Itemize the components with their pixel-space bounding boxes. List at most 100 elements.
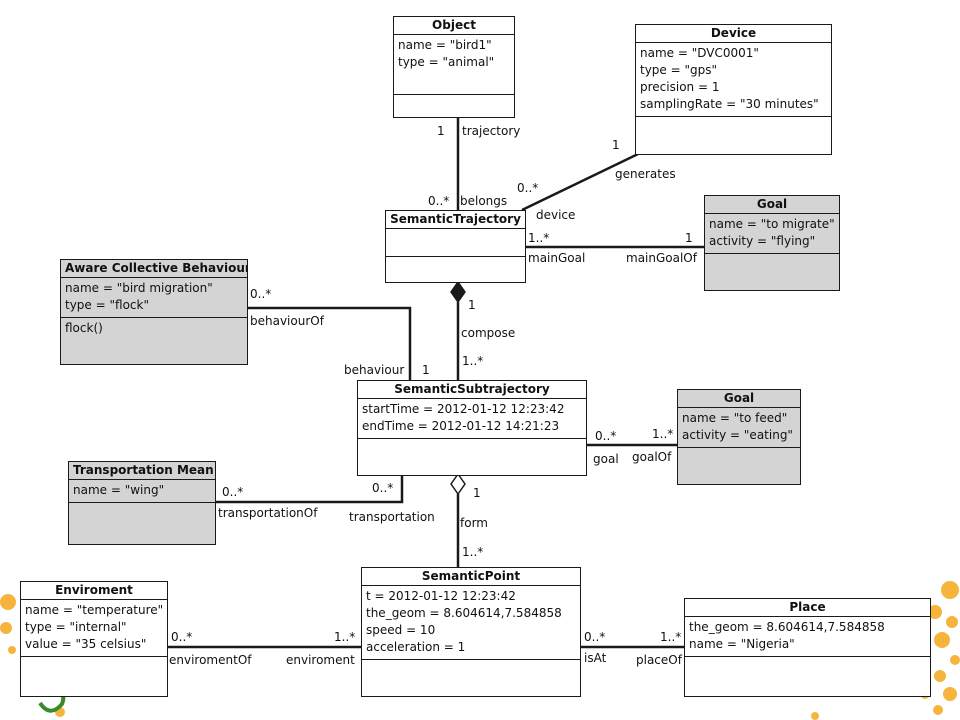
attribute: startTime = 2012-01-12 12:23:42 bbox=[362, 402, 565, 416]
behaviourof-role: behaviourOf bbox=[250, 314, 324, 328]
class-semantic-subtrajectory: SemanticSubtrajectory startTime = 2012-0… bbox=[357, 380, 587, 476]
class-transportation-mean: Transportation Mean name = "wing" bbox=[68, 461, 216, 545]
class-title: Aware Collective Behaviour bbox=[61, 260, 247, 278]
class-enviroment: Enviroment name = "temperature" type = "… bbox=[20, 581, 168, 697]
isat-role: isAt bbox=[584, 651, 607, 665]
transportationof-role: transportationOf bbox=[218, 506, 318, 520]
transport-multiplicity: 0..* bbox=[222, 485, 244, 499]
attribute: the_geom = 8.604614,7.584858 bbox=[689, 620, 885, 634]
attribute: name = "bird1" bbox=[398, 38, 492, 52]
attribute: type = "animal" bbox=[398, 55, 495, 69]
transportation-multiplicity: 0..* bbox=[372, 481, 394, 495]
attribute: samplingRate = "30 minutes" bbox=[640, 97, 819, 111]
trajectory-multiplicity: 0..* bbox=[428, 194, 450, 208]
attribute: type = "gps" bbox=[640, 63, 718, 77]
enviroment-multiplicity: 0..* bbox=[171, 630, 193, 644]
attribute: name = "Nigeria" bbox=[689, 637, 795, 651]
class-object: Object name = "bird1" type = "animal" bbox=[393, 16, 515, 118]
compose-multiplicity-top: 1 bbox=[468, 298, 476, 312]
class-attributes: t = 2012-01-12 12:23:42 the_geom = 8.604… bbox=[362, 586, 580, 660]
class-semantic-point: SemanticPoint t = 2012-01-12 12:23:42 th… bbox=[361, 567, 581, 697]
attribute: precision = 1 bbox=[640, 80, 720, 94]
attribute: value = "35 celsius" bbox=[25, 637, 147, 651]
class-attributes: name = "bird migration" type = "flock" bbox=[61, 278, 247, 318]
attribute: name = "to migrate" bbox=[709, 217, 835, 231]
attribute: the_geom = 8.604614,7.584858 bbox=[366, 606, 562, 620]
placeof-role: placeOf bbox=[636, 653, 682, 667]
attribute: activity = "flying" bbox=[709, 234, 816, 248]
device-trajectory-line bbox=[521, 152, 639, 212]
attribute: name = "DVC0001" bbox=[640, 46, 759, 60]
class-attributes: name = "bird1" type = "animal" bbox=[394, 35, 514, 95]
attribute: name = "to feed" bbox=[682, 411, 788, 425]
class-attributes: name = "to migrate" activity = "flying" bbox=[705, 214, 839, 254]
goalof-multiplicity: 1..* bbox=[652, 427, 674, 441]
class-device: Device name = "DVC0001" type = "gps" pre… bbox=[635, 24, 832, 155]
device-role-generates: generates bbox=[615, 167, 676, 181]
class-attributes: the_geom = 8.604614,7.584858 name = "Nig… bbox=[685, 617, 930, 657]
class-title: Device bbox=[636, 25, 831, 43]
enviromentof-role: enviromentOf bbox=[169, 653, 252, 667]
class-title: SemanticTrajectory bbox=[386, 211, 525, 229]
class-title: Object bbox=[394, 17, 514, 35]
class-title: Enviroment bbox=[21, 582, 167, 600]
class-goal-migrate: Goal name = "to migrate" activity = "fly… bbox=[704, 195, 840, 291]
enviroment-role: enviroment bbox=[286, 653, 355, 667]
enviroment-point-multiplicity: 1..* bbox=[334, 630, 356, 644]
behaviour-subtrajectory-line bbox=[246, 306, 412, 381]
transport-subtrajectory-line bbox=[214, 474, 404, 504]
class-attributes: name = "to feed" activity = "eating" bbox=[678, 408, 800, 448]
attribute: endTime = 2012-01-12 14:21:23 bbox=[362, 419, 560, 433]
attribute: type = "flock" bbox=[65, 298, 149, 312]
maingoalof-multiplicity: 1 bbox=[685, 231, 693, 245]
class-attributes: name = "wing" bbox=[69, 480, 215, 503]
placeof-multiplicity: 1..* bbox=[660, 630, 682, 644]
class-title: Transportation Mean bbox=[69, 462, 215, 480]
attribute: acceleration = 1 bbox=[366, 640, 466, 654]
class-title: Place bbox=[685, 599, 930, 617]
class-title: Goal bbox=[705, 196, 839, 214]
class-aware-collective-behaviour: Aware Collective Behaviour name = "bird … bbox=[60, 259, 248, 365]
class-operation: flock() bbox=[65, 321, 103, 335]
isat-multiplicity: 0..* bbox=[584, 630, 606, 644]
behaviour-role: behaviour bbox=[344, 363, 405, 377]
device-trajectory-multiplicity: 0..* bbox=[517, 181, 539, 195]
class-goal-feed: Goal name = "to feed" activity = "eating… bbox=[677, 389, 801, 485]
attribute: type = "internal" bbox=[25, 620, 127, 634]
behaviour-sub-multiplicity: 1 bbox=[422, 363, 430, 377]
attribute: name = "temperature" bbox=[25, 603, 164, 617]
class-attributes: name = "temperature" type = "internal" v… bbox=[21, 600, 167, 657]
maingoal-role: mainGoal bbox=[528, 251, 586, 265]
class-semantic-trajectory: SemanticTrajectory bbox=[385, 210, 526, 283]
aggregation-diamond bbox=[450, 472, 466, 496]
trajectory-role-belongs: belongs bbox=[460, 194, 508, 208]
goal-role: goal bbox=[593, 452, 619, 466]
form-label: form bbox=[460, 516, 488, 530]
class-attributes: startTime = 2012-01-12 12:23:42 endTime … bbox=[358, 399, 586, 439]
class-attributes: name = "DVC0001" type = "gps" precision … bbox=[636, 43, 831, 117]
object-role-trajectory: trajectory bbox=[462, 124, 521, 138]
device-multiplicity: 1 bbox=[612, 138, 620, 152]
behaviour-multiplicity: 0..* bbox=[250, 287, 272, 301]
composition-diamond bbox=[450, 280, 466, 304]
object-multiplicity: 1 bbox=[437, 124, 445, 138]
transportation-role: transportation bbox=[349, 510, 435, 524]
compose-multiplicity-bottom: 1..* bbox=[462, 354, 484, 368]
class-title: SemanticSubtrajectory bbox=[358, 381, 586, 399]
goalof-role: goalOf bbox=[632, 450, 672, 464]
goal-multiplicity: 0..* bbox=[595, 429, 617, 443]
attribute: name = "wing" bbox=[73, 483, 165, 497]
class-place: Place the_geom = 8.604614,7.584858 name … bbox=[684, 598, 931, 697]
class-attributes bbox=[386, 229, 525, 257]
form-multiplicity-top: 1 bbox=[473, 486, 481, 500]
maingoal-multiplicity: 1..* bbox=[528, 231, 550, 245]
class-title: SemanticPoint bbox=[362, 568, 580, 586]
attribute: t = 2012-01-12 12:23:42 bbox=[366, 589, 516, 603]
trajectory-role-device: device bbox=[536, 208, 576, 222]
attribute: name = "bird migration" bbox=[65, 281, 213, 295]
attribute: activity = "eating" bbox=[682, 428, 793, 442]
form-multiplicity-bottom: 1..* bbox=[462, 545, 484, 559]
compose-label: compose bbox=[461, 326, 516, 340]
